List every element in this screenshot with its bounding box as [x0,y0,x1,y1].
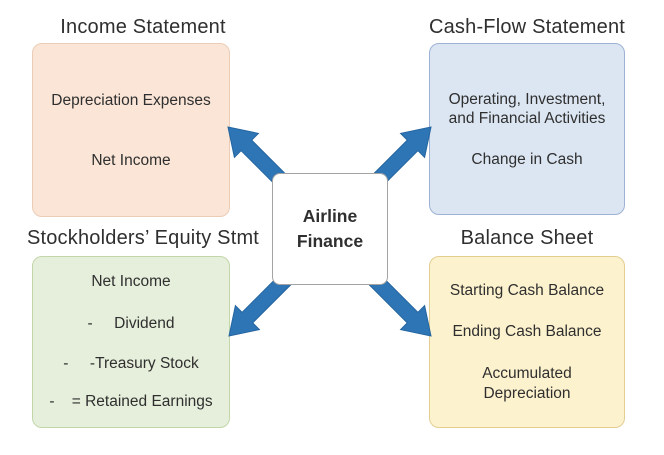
center-label-line-2: Finance [296,231,364,251]
center-label-line-1: Airline [302,206,358,226]
stockholders-equity-title: Stockholders’ Equity Stmt [26,226,260,249]
cashflow-line-activities-2: and Financial Activities [448,110,606,127]
equity-line-dividend: - Dividend [87,315,175,332]
airline-finance-center-box: Airline Finance [272,173,388,285]
balance-sheet-title: Balance Sheet [460,226,594,249]
cashflow-line-change-in-cash: Change in Cash [471,151,583,168]
stockholders-equity-box: Net Income - Dividend - -Treasury Stock … [32,256,230,428]
equity-line-net-income: Net Income [91,273,171,290]
income-statement-title: Income Statement [60,15,226,38]
equity-line-treasury-stock: - -Treasury Stock [63,355,199,372]
income-line-depreciation: Depreciation Expenses [51,92,211,109]
balance-line-starting-cash: Starting Cash Balance [449,282,605,299]
cashflow-line-activities-1: Operating, Investment, [448,91,606,108]
equity-line-retained-earnings: - = Retained Earnings [49,393,213,410]
cash-flow-statement-title: Cash-Flow Statement [428,15,626,38]
income-line-net-income: Net Income [91,152,171,169]
income-statement-box: Depreciation Expenses Net Income [32,43,230,217]
balance-line-accumulated: Accumulated [482,365,572,382]
balance-sheet-box: Starting Cash Balance Ending Cash Balanc… [429,256,625,428]
balance-line-depreciation: Depreciation [483,385,571,402]
balance-line-ending-cash: Ending Cash Balance [452,323,602,340]
cash-flow-statement-box: Operating, Investment, and Financial Act… [429,43,625,215]
